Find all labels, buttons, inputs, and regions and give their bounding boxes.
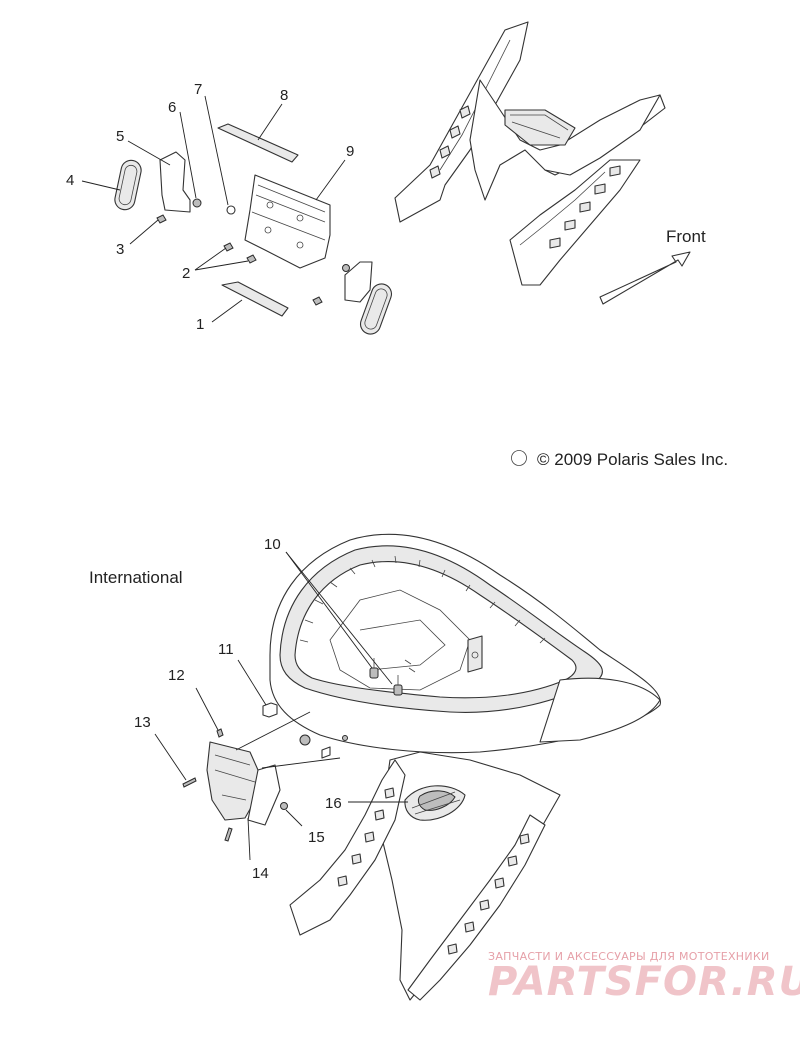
callout-6: 6 (168, 99, 176, 116)
bracket-assembly (114, 123, 393, 335)
copyright-symbol-icon (511, 450, 527, 466)
callout-9: 9 (346, 143, 354, 160)
part-7-clip (226, 205, 236, 215)
part-6-nut (192, 198, 202, 208)
callout-5: 5 (116, 128, 124, 145)
callout-4: 4 (66, 172, 74, 189)
front-direction-arrow (599, 251, 691, 305)
callout-11: 11 (218, 641, 234, 658)
callout-8: 8 (280, 87, 288, 104)
part-9-plate (244, 174, 331, 269)
part-13-bolt (182, 777, 197, 788)
part-8-strip (217, 123, 299, 163)
callout-2: 2 (182, 265, 190, 282)
part-4-marker-lens (114, 159, 142, 211)
part-10-fasteners (369, 658, 416, 696)
part-14-bracket (206, 741, 259, 821)
callout-14: 14 (252, 865, 269, 882)
part-5-bracket (159, 151, 191, 213)
part-12-screw (216, 728, 224, 738)
part-16-lens (404, 785, 466, 821)
front-label: Front (666, 227, 706, 246)
callout-15: 15 (308, 829, 325, 846)
international-label: International (89, 568, 183, 587)
leader-lines-bottom (154, 551, 408, 861)
watermark-tagline: ЗАПЧАСТИ И АКСЕССУАРЫ ДЛЯ МОТОТЕХНИКИ (488, 950, 770, 963)
callout-16: 16 (325, 795, 342, 812)
part-2-screw-b (246, 254, 257, 264)
hood-assembly-international (269, 533, 661, 1001)
callout-13: 13 (134, 714, 151, 731)
leader-lines-top (81, 95, 346, 323)
callout-7: 7 (194, 81, 202, 98)
part-15-nut (280, 802, 288, 810)
front-fascia-top-view (394, 21, 666, 286)
part-1-cover (221, 281, 289, 317)
part-11-spacer (262, 702, 278, 718)
part-2-screw-a (223, 242, 234, 252)
callout-12: 12 (168, 667, 185, 684)
part-3-screw (156, 214, 167, 224)
watermark-brand: PARTSFOR.RU (488, 959, 800, 1005)
callout-3: 3 (116, 241, 124, 258)
callout-10: 10 (264, 536, 281, 553)
copyright-text: © 2009 Polaris Sales Inc. (537, 450, 728, 469)
small-bracket-parts (182, 702, 288, 842)
callout-1: 1 (196, 316, 204, 333)
